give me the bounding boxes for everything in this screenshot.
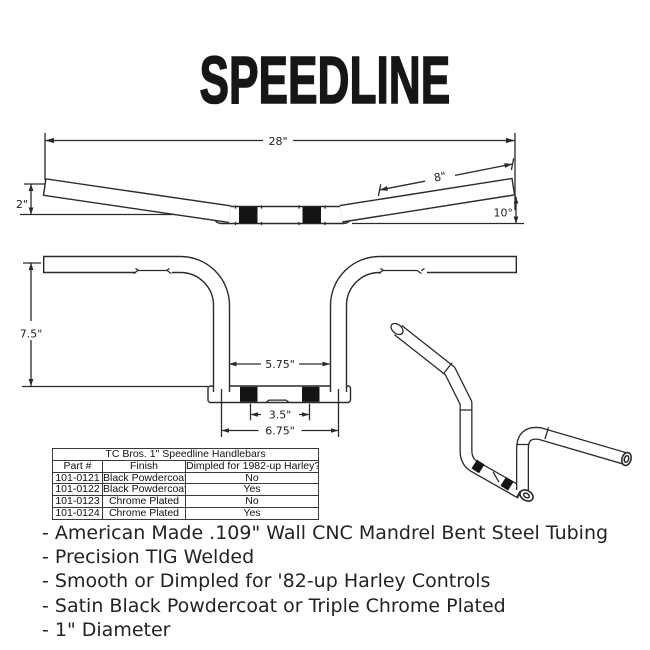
dimension-line-8 [377,158,515,197]
dimple-marks [133,267,172,274]
dim-label-grip-length: 8" [433,169,447,184]
knurl-tick-marks [234,205,326,226]
feature-item: - Smooth or Dimpled for '82-up Harley Co… [42,570,491,593]
right-grip-fill [339,179,514,222]
feature-item: - 1" Diameter [42,618,171,641]
front-view-diagram: 7.5" 5.75" 3.5" 6.75" [20,255,517,437]
table-column-header: Dimpled for 1982-up Harley? [185,459,319,473]
dim-label-knurl-spacing: 3.5" [269,408,292,421]
table-cell: 101-0121 [52,471,103,485]
page-header: SPEEDLINE [0,43,650,118]
knurl-band [302,206,321,224]
perspective-left-tube-outline [393,324,525,499]
perspective-left-tube-fill [394,325,522,497]
knurl-band [302,386,320,402]
tube-open-end [519,489,534,502]
right-tube-fill [331,257,516,397]
grip-wall-ring [623,454,630,464]
handlebar-center-tube [212,205,353,225]
knurl-band [471,459,485,474]
feature-item: - American Made .109" Wall CNC Mandrel B… [42,522,609,544]
clamp-notch [265,399,290,403]
perspective-view-diagram [390,322,632,502]
left-grip-fill [44,179,232,222]
table-title-row: TC Bros. 1" Speedline Handlebars [52,448,319,461]
dimension-line-3-5 [249,403,311,421]
weld-ring-marks [516,427,550,446]
perspective-right-tube-fill [517,428,629,491]
table-cell: Yes [185,506,319,520]
dimension-line-7-5 [22,262,208,388]
top-view-diagram: 28" 2" 8" 10° [16,133,524,226]
table-column-header: Finish [102,459,186,473]
feature-item: - Satin Black Powdercoat or Triple Chrom… [42,594,506,617]
table-cell: Black Powdercoat [102,483,186,497]
right-tube-outline [329,255,517,392]
table-title: TC Bros. 1" Speedline Handlebars [52,448,319,461]
left-tube-outline [43,255,231,392]
dim-label-overall-width: 28" [268,135,287,148]
dim-label-rise: 2" [16,198,28,211]
spec-table-body: TC Bros. 1" Speedline Handlebars Part #F… [52,448,319,520]
page-title: SPEEDLINE [199,43,451,118]
table-cell: Black Powdercoat [102,471,186,485]
dim-label-height: 7.5" [20,328,43,341]
dimension-line-6-75 [220,389,340,437]
table-cell: Chrome Plated [102,495,186,508]
left-tube-fill [44,257,229,397]
weld-ring-marks [443,362,500,483]
knurl-band [240,386,258,402]
table-cell: Yes [185,483,319,497]
table-cell: 101-0124 [52,506,103,520]
arrowhead [28,184,34,215]
arrowhead [513,196,519,224]
dimple-marks [378,267,425,274]
table-cell: No [185,471,319,485]
dim-label-angle: 10° [494,207,514,220]
table-cell: 101-0122 [52,483,103,497]
feature-list: - American Made .109" Wall CNC Mandrel B… [42,521,642,642]
grip-end-cap [390,322,404,336]
feature-item: - Precision TIG Welded [42,546,255,569]
tube-wall-ring [522,492,531,499]
dim-label-base-width: 6.75" [265,424,295,437]
table-cell: No [185,495,319,508]
dim-label-center-width: 5.75" [265,358,295,371]
table-column-header: Part # [52,459,103,473]
table-cell: 101-0123 [52,495,103,508]
knurl-band [500,477,514,491]
knurl-band [239,206,258,224]
table-cell: Chrome Plated [102,506,186,520]
spec-table: TC Bros. 1" Speedline Handlebars Part #F… [52,448,319,520]
